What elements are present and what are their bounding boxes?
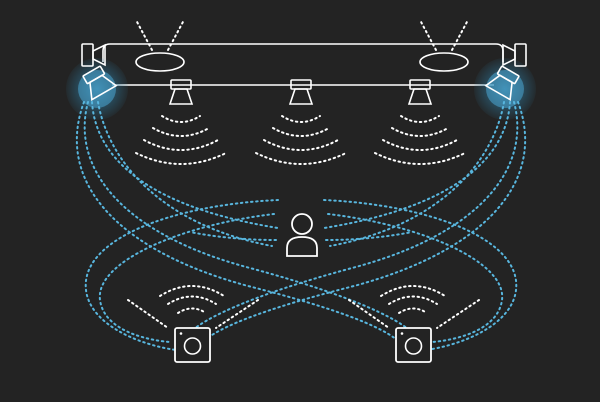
beam-right-to-listener [323,101,511,229]
dome-speaker-icon [419,19,469,72]
angled-speaker-icon [82,65,118,101]
sound-wave-group [348,285,480,329]
beam-right-to-left-floor [197,101,527,349]
sound-beams [75,101,527,351]
beam-left-to-right-floor [83,101,419,341]
ceiling-sound-waves [135,115,466,165]
dome-speaker-icon [135,19,185,72]
floor-sound-waves [127,285,480,329]
rear-speaker-icon [81,43,106,67]
beam-outer-left [98,213,275,343]
sound-wave-group [127,285,259,329]
beam-left-to-listener [97,101,273,247]
beam-left-to-right-floor [75,101,405,349]
sound-wave-group [374,115,466,165]
ceiling-speaker-icon [407,79,433,105]
floor-speaker-icon [174,327,211,363]
beam-right-to-left-floor [183,101,519,341]
angled-speaker-icon [484,65,520,101]
sound-wave-group [135,115,227,165]
speaker-rails [102,43,504,86]
beam-outer-right [323,199,518,351]
beam-right-to-listener [329,101,505,247]
ceiling-speaker-icon [288,79,314,105]
floor-speaker-icon [395,327,432,363]
beam-near-listener [325,231,413,241]
person-icon [286,213,318,257]
beam-left-to-listener [91,101,279,229]
beam-outer-right [327,213,504,343]
sound-wave-group [255,115,347,165]
beam-outer-left [84,199,279,351]
rear-speaker-icon [502,43,527,67]
beam-near-listener [189,231,277,241]
ceiling-speaker-icon [168,79,194,105]
